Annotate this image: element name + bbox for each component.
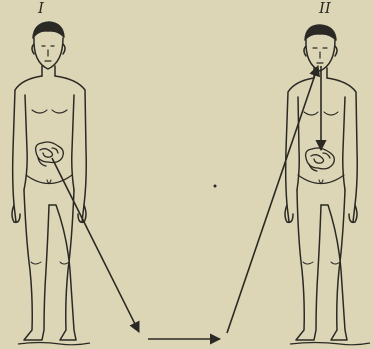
paper-speck [214,185,217,188]
ground-line [290,343,370,345]
transmission-arrow-1 [52,158,139,332]
ground-line [18,343,90,345]
intestines-icon [306,148,335,171]
human-figure-1 [12,22,86,340]
intestines-icon [36,142,64,166]
